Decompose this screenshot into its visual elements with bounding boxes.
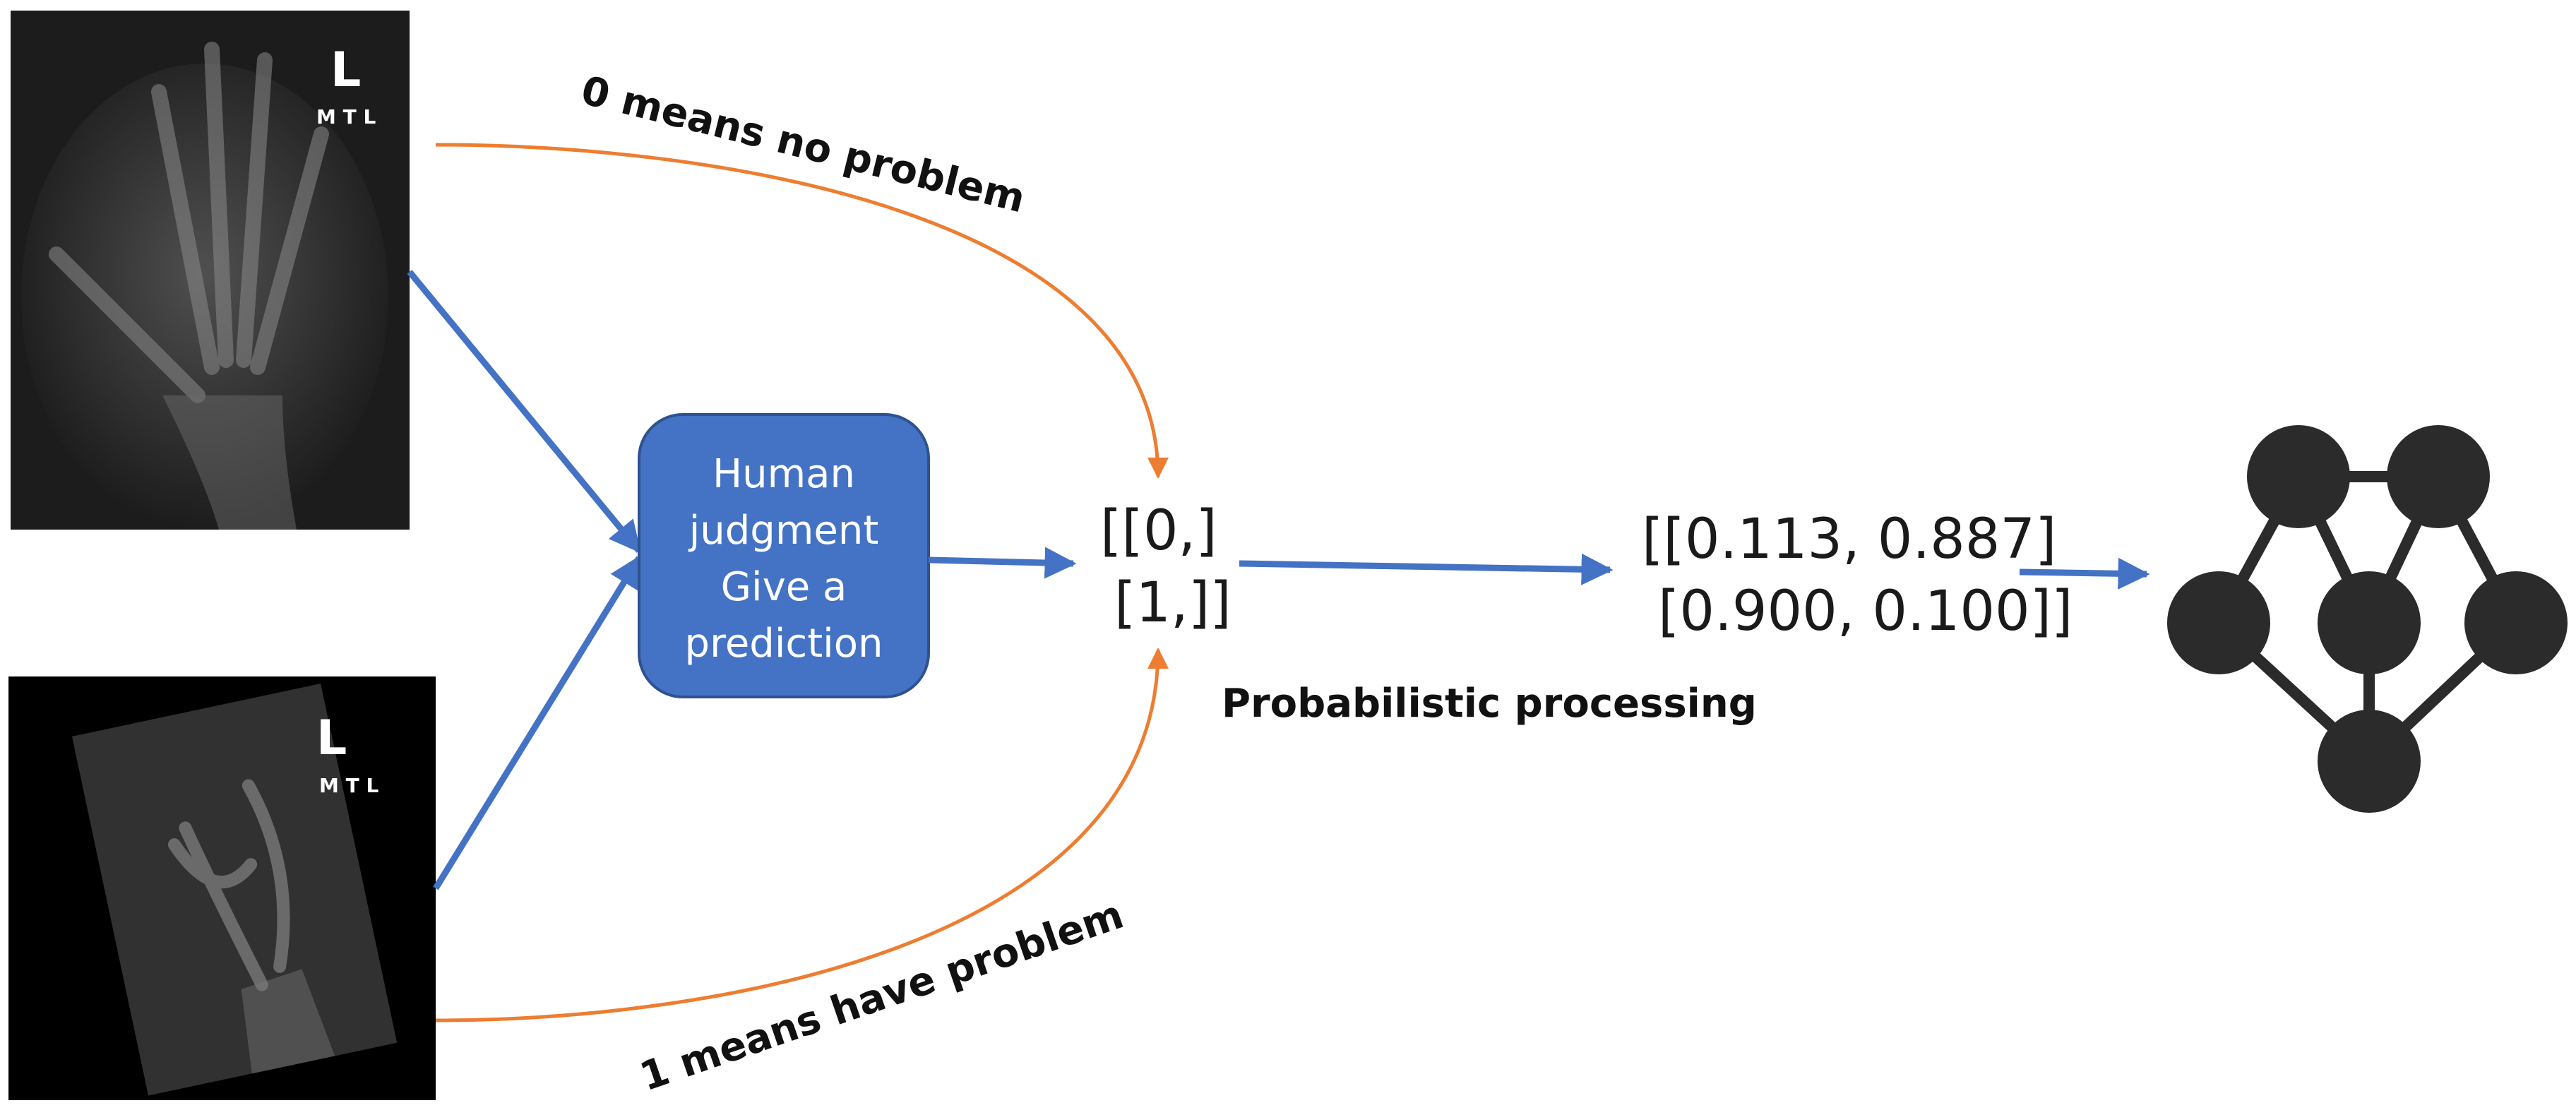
human-box-line-4: prediction xyxy=(685,621,883,667)
network-node xyxy=(2464,571,2568,674)
label-matrix-row-2: [1,]] xyxy=(1114,571,1232,635)
xray-top-marker-initials: M T L xyxy=(316,105,376,129)
neural-network-icon xyxy=(2167,425,2568,813)
probability-matrix-row-1: [[0.113, 0.887] xyxy=(1642,508,2056,571)
network-node xyxy=(2247,425,2350,528)
label-probabilistic-processing: Probabilistic processing xyxy=(1222,681,1757,727)
probability-matrix: [[0.113, 0.887] [0.900, 0.100]] xyxy=(1642,508,2073,643)
blue-arrow-bottom-to-box xyxy=(433,555,642,890)
xray-bottom-marker-letter: L xyxy=(316,710,347,766)
xray-hand-bottom: L M T L xyxy=(8,676,436,1100)
probability-matrix-row-2: [0.900, 0.100]] xyxy=(1658,580,2073,643)
blue-arrow-top-to-box xyxy=(407,270,642,554)
orange-arrow-zero-path xyxy=(435,143,1169,479)
network-node xyxy=(2167,571,2270,674)
orange-arrow-one-path xyxy=(435,648,1169,1022)
blue-arrow-labels-to-probabilities xyxy=(1239,553,1614,585)
label-matrix: [[0,] [1,]] xyxy=(1100,499,1232,635)
label-zero-meaning: 0 means no problem xyxy=(577,68,1030,222)
network-node xyxy=(2387,425,2490,528)
blue-arrow-probabilities-to-network xyxy=(2019,557,2150,590)
human-box-line-1: Human xyxy=(712,451,855,497)
blue-arrow-box-to-labels xyxy=(928,547,1077,579)
xray-hand-top: L M T L xyxy=(11,11,410,530)
human-judgment-box: Human judgment Give a prediction xyxy=(638,413,930,698)
network-node xyxy=(2318,571,2421,674)
label-matrix-row-1: [[0,] xyxy=(1100,499,1217,563)
human-box-line-3: Give a xyxy=(721,564,847,610)
xray-top-marker-letter: L xyxy=(330,42,361,98)
human-box-line-2: judgment xyxy=(688,508,879,554)
network-node xyxy=(2318,710,2421,813)
xray-bottom-marker-initials: M T L xyxy=(319,774,378,797)
